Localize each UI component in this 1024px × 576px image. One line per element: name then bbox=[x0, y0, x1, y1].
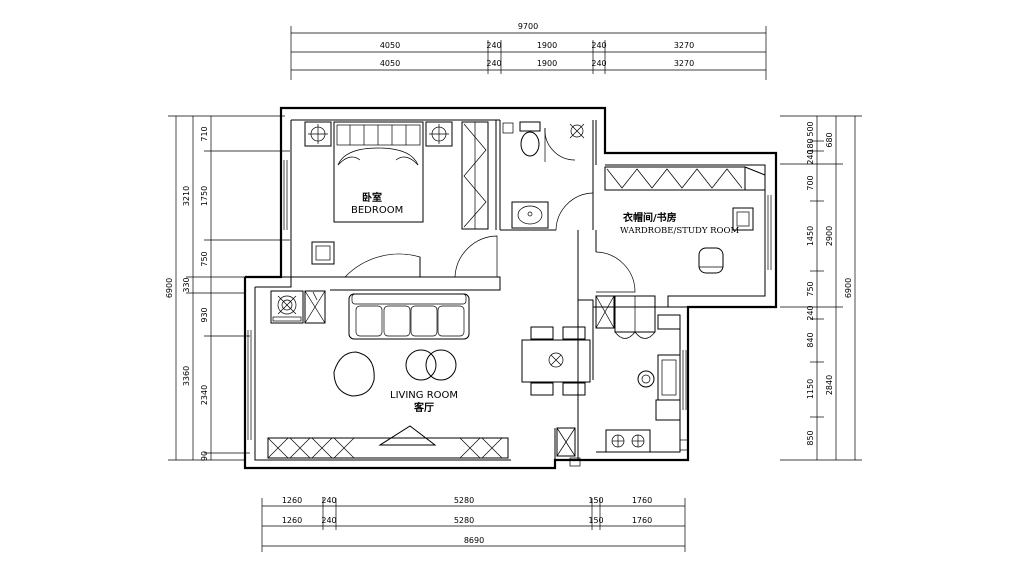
table-flower bbox=[548, 352, 564, 368]
living-label-en: LIVING ROOM bbox=[390, 390, 458, 401]
dim-left-i3: 750 bbox=[200, 251, 209, 266]
tv-cabinet bbox=[267, 437, 509, 459]
dim-bot-b1: 1260 bbox=[282, 516, 302, 525]
dim-top-a2: 240 bbox=[486, 41, 501, 50]
dim-top-a4: 240 bbox=[591, 41, 606, 50]
dim-bot-a2: 240 bbox=[321, 496, 336, 505]
dining-table bbox=[521, 339, 591, 383]
dim-top-total: 9700 bbox=[518, 22, 538, 31]
dim-right-total: 6900 bbox=[844, 278, 853, 298]
dim-bot-total: 8690 bbox=[464, 536, 484, 545]
dim-right-i2: 180 bbox=[806, 138, 815, 153]
dim-left-m3: 3360 bbox=[182, 366, 191, 386]
dim-right-i7: 240 bbox=[806, 305, 815, 320]
study-wardrobe bbox=[604, 166, 746, 191]
dim-top-b2: 240 bbox=[486, 59, 501, 68]
dim-bot-a5: 1760 bbox=[632, 496, 652, 505]
dim-top-b5: 3270 bbox=[674, 59, 694, 68]
dim-bot-b4: 150 bbox=[588, 516, 603, 525]
study-cabinet bbox=[732, 207, 754, 231]
bedroom-label-en: BEDROOM bbox=[351, 205, 403, 216]
dim-bot-b2: 240 bbox=[321, 516, 336, 525]
sofa bbox=[348, 293, 470, 340]
dim-bot-a3: 5280 bbox=[454, 496, 474, 505]
dining-chair-2 bbox=[562, 326, 586, 340]
coffee-table-left bbox=[405, 349, 437, 381]
kitchen-stool bbox=[637, 370, 655, 388]
dim-left-m1: 3210 bbox=[182, 186, 191, 206]
bottom-dimensions: 1260 240 5280 150 1760 1260 240 5280 150… bbox=[261, 496, 686, 552]
dishwasher bbox=[655, 399, 681, 421]
kitchen bbox=[556, 295, 689, 467]
study-label-cn: 衣帽间/书房 bbox=[623, 211, 677, 224]
dim-top-a1: 4050 bbox=[380, 41, 400, 50]
dim-top-b4: 240 bbox=[591, 59, 606, 68]
dim-left-i5: 2340 bbox=[200, 385, 209, 405]
toilet bbox=[520, 131, 540, 157]
dim-right-m3: 2840 bbox=[825, 375, 834, 395]
tv bbox=[378, 425, 437, 446]
study-door-arc bbox=[595, 251, 636, 293]
dim-left-m2: 330 bbox=[182, 277, 191, 292]
dim-bot-a4: 150 bbox=[588, 496, 603, 505]
dim-right-i8: 840 bbox=[806, 332, 815, 347]
washing-machine bbox=[270, 290, 304, 324]
bathroom bbox=[502, 121, 594, 231]
left-dimensions: 6900 3210 330 3360 710 1750 750 930 2340… bbox=[165, 115, 290, 461]
dim-left-i6: 90 bbox=[200, 451, 209, 461]
dim-top-b1: 4050 bbox=[380, 59, 400, 68]
dining-chair-1 bbox=[530, 326, 554, 340]
dim-right-i3: 240 bbox=[806, 149, 815, 164]
top-dimensions: 9700 4050 240 1900 240 3270 4050 240 190… bbox=[290, 22, 767, 80]
washbasin bbox=[511, 201, 549, 229]
coffee-table-right bbox=[425, 349, 457, 381]
walls bbox=[243, 106, 778, 470]
bed bbox=[333, 121, 424, 223]
dim-right-i6: 750 bbox=[806, 281, 815, 296]
dim-bot-b5: 1760 bbox=[632, 516, 652, 525]
nightstand-right bbox=[425, 121, 453, 147]
right-dimensions: 6900 680 2900 2840 500 180 240 700 1450 … bbox=[780, 115, 862, 461]
dim-right-i9: 1150 bbox=[806, 379, 815, 399]
dim-right-m1: 680 bbox=[825, 132, 834, 147]
dim-bot-a1: 1260 bbox=[282, 496, 302, 505]
bedroom-stool bbox=[311, 241, 335, 265]
dim-right-m2: 2900 bbox=[825, 226, 834, 246]
living-label-cn: 客厅 bbox=[413, 401, 434, 414]
dim-top-a5: 3270 bbox=[674, 41, 694, 50]
dim-right-i10: 850 bbox=[806, 430, 815, 445]
dim-top-b3: 1900 bbox=[537, 59, 557, 68]
study-label-en: WARDROBE/STUDY ROOM bbox=[620, 226, 739, 236]
ottoman bbox=[333, 351, 375, 397]
dim-left-i4: 930 bbox=[200, 307, 209, 322]
dim-left-i1: 710 bbox=[200, 126, 209, 141]
dim-right-i4: 700 bbox=[806, 175, 815, 190]
bedroom: 卧室 BEDROOM bbox=[304, 121, 489, 278]
dim-left-i2: 1750 bbox=[200, 186, 209, 206]
dim-left-total: 6900 bbox=[165, 278, 174, 298]
dining bbox=[521, 326, 591, 396]
study-chair bbox=[698, 247, 724, 274]
dining-chair-4 bbox=[562, 382, 586, 396]
nightstand-left bbox=[304, 121, 332, 147]
dim-bot-b3: 5280 bbox=[454, 516, 474, 525]
dining-chair-3 bbox=[530, 382, 554, 396]
hall-door-arc bbox=[454, 235, 498, 278]
shower-head bbox=[570, 124, 584, 138]
study: 衣帽间/书房 WARDROBE/STUDY ROOM bbox=[604, 166, 766, 274]
living-room: LIVING ROOM 客厅 bbox=[267, 290, 509, 459]
dim-top-a3: 1900 bbox=[537, 41, 557, 50]
kitchen-counter-corner bbox=[657, 314, 681, 330]
gas-stove bbox=[605, 429, 651, 453]
bedroom-label-cn: 卧室 bbox=[362, 191, 382, 204]
dim-right-i1: 500 bbox=[806, 121, 815, 136]
sink bbox=[657, 354, 681, 401]
dim-right-i5: 1450 bbox=[806, 226, 815, 246]
